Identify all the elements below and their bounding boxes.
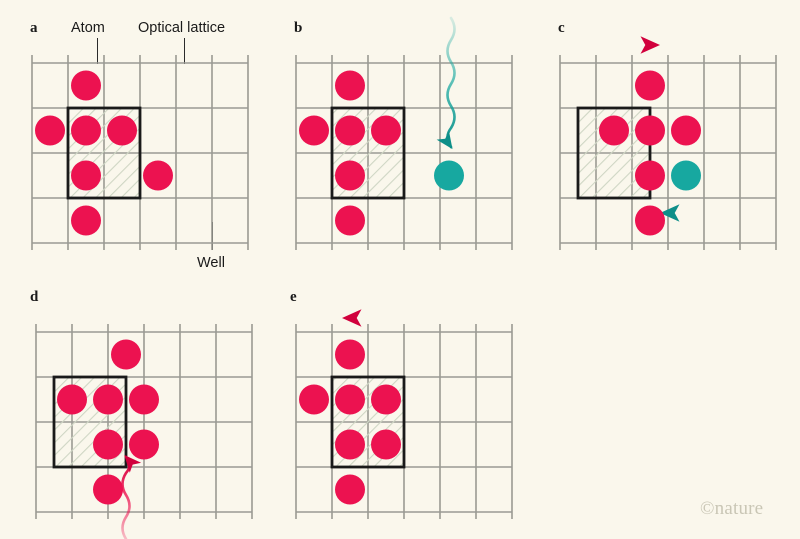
well-label: Well [197,255,225,271]
panel-c [559,36,777,250]
panel-b [295,16,513,250]
optical-lattice-label: Optical lattice [138,20,226,36]
panel-letter-c: c [558,20,565,36]
panel-d [35,324,253,539]
panel-e [295,309,513,519]
atom-leader-line [97,38,99,64]
atoms-b [299,70,464,236]
panel-a [31,55,249,250]
atoms-a [35,70,173,236]
lattice-grid-c [559,55,777,250]
atoms-e [299,339,401,505]
atom-label: Atom [71,20,105,36]
atoms-d [57,339,159,505]
panel-letter-a: a [30,20,38,36]
photon-wavy-arrow-down-b [436,16,456,150]
optical-lattice-leader-line [184,38,186,64]
nature-credit: ©nature [700,498,764,519]
panel-letter-d: d [30,289,39,305]
panel-letter-b: b [294,20,303,36]
atoms-c [599,70,701,236]
panel-letter-e: e [290,289,297,305]
photon-wavy-arrow-up-d [121,455,142,539]
